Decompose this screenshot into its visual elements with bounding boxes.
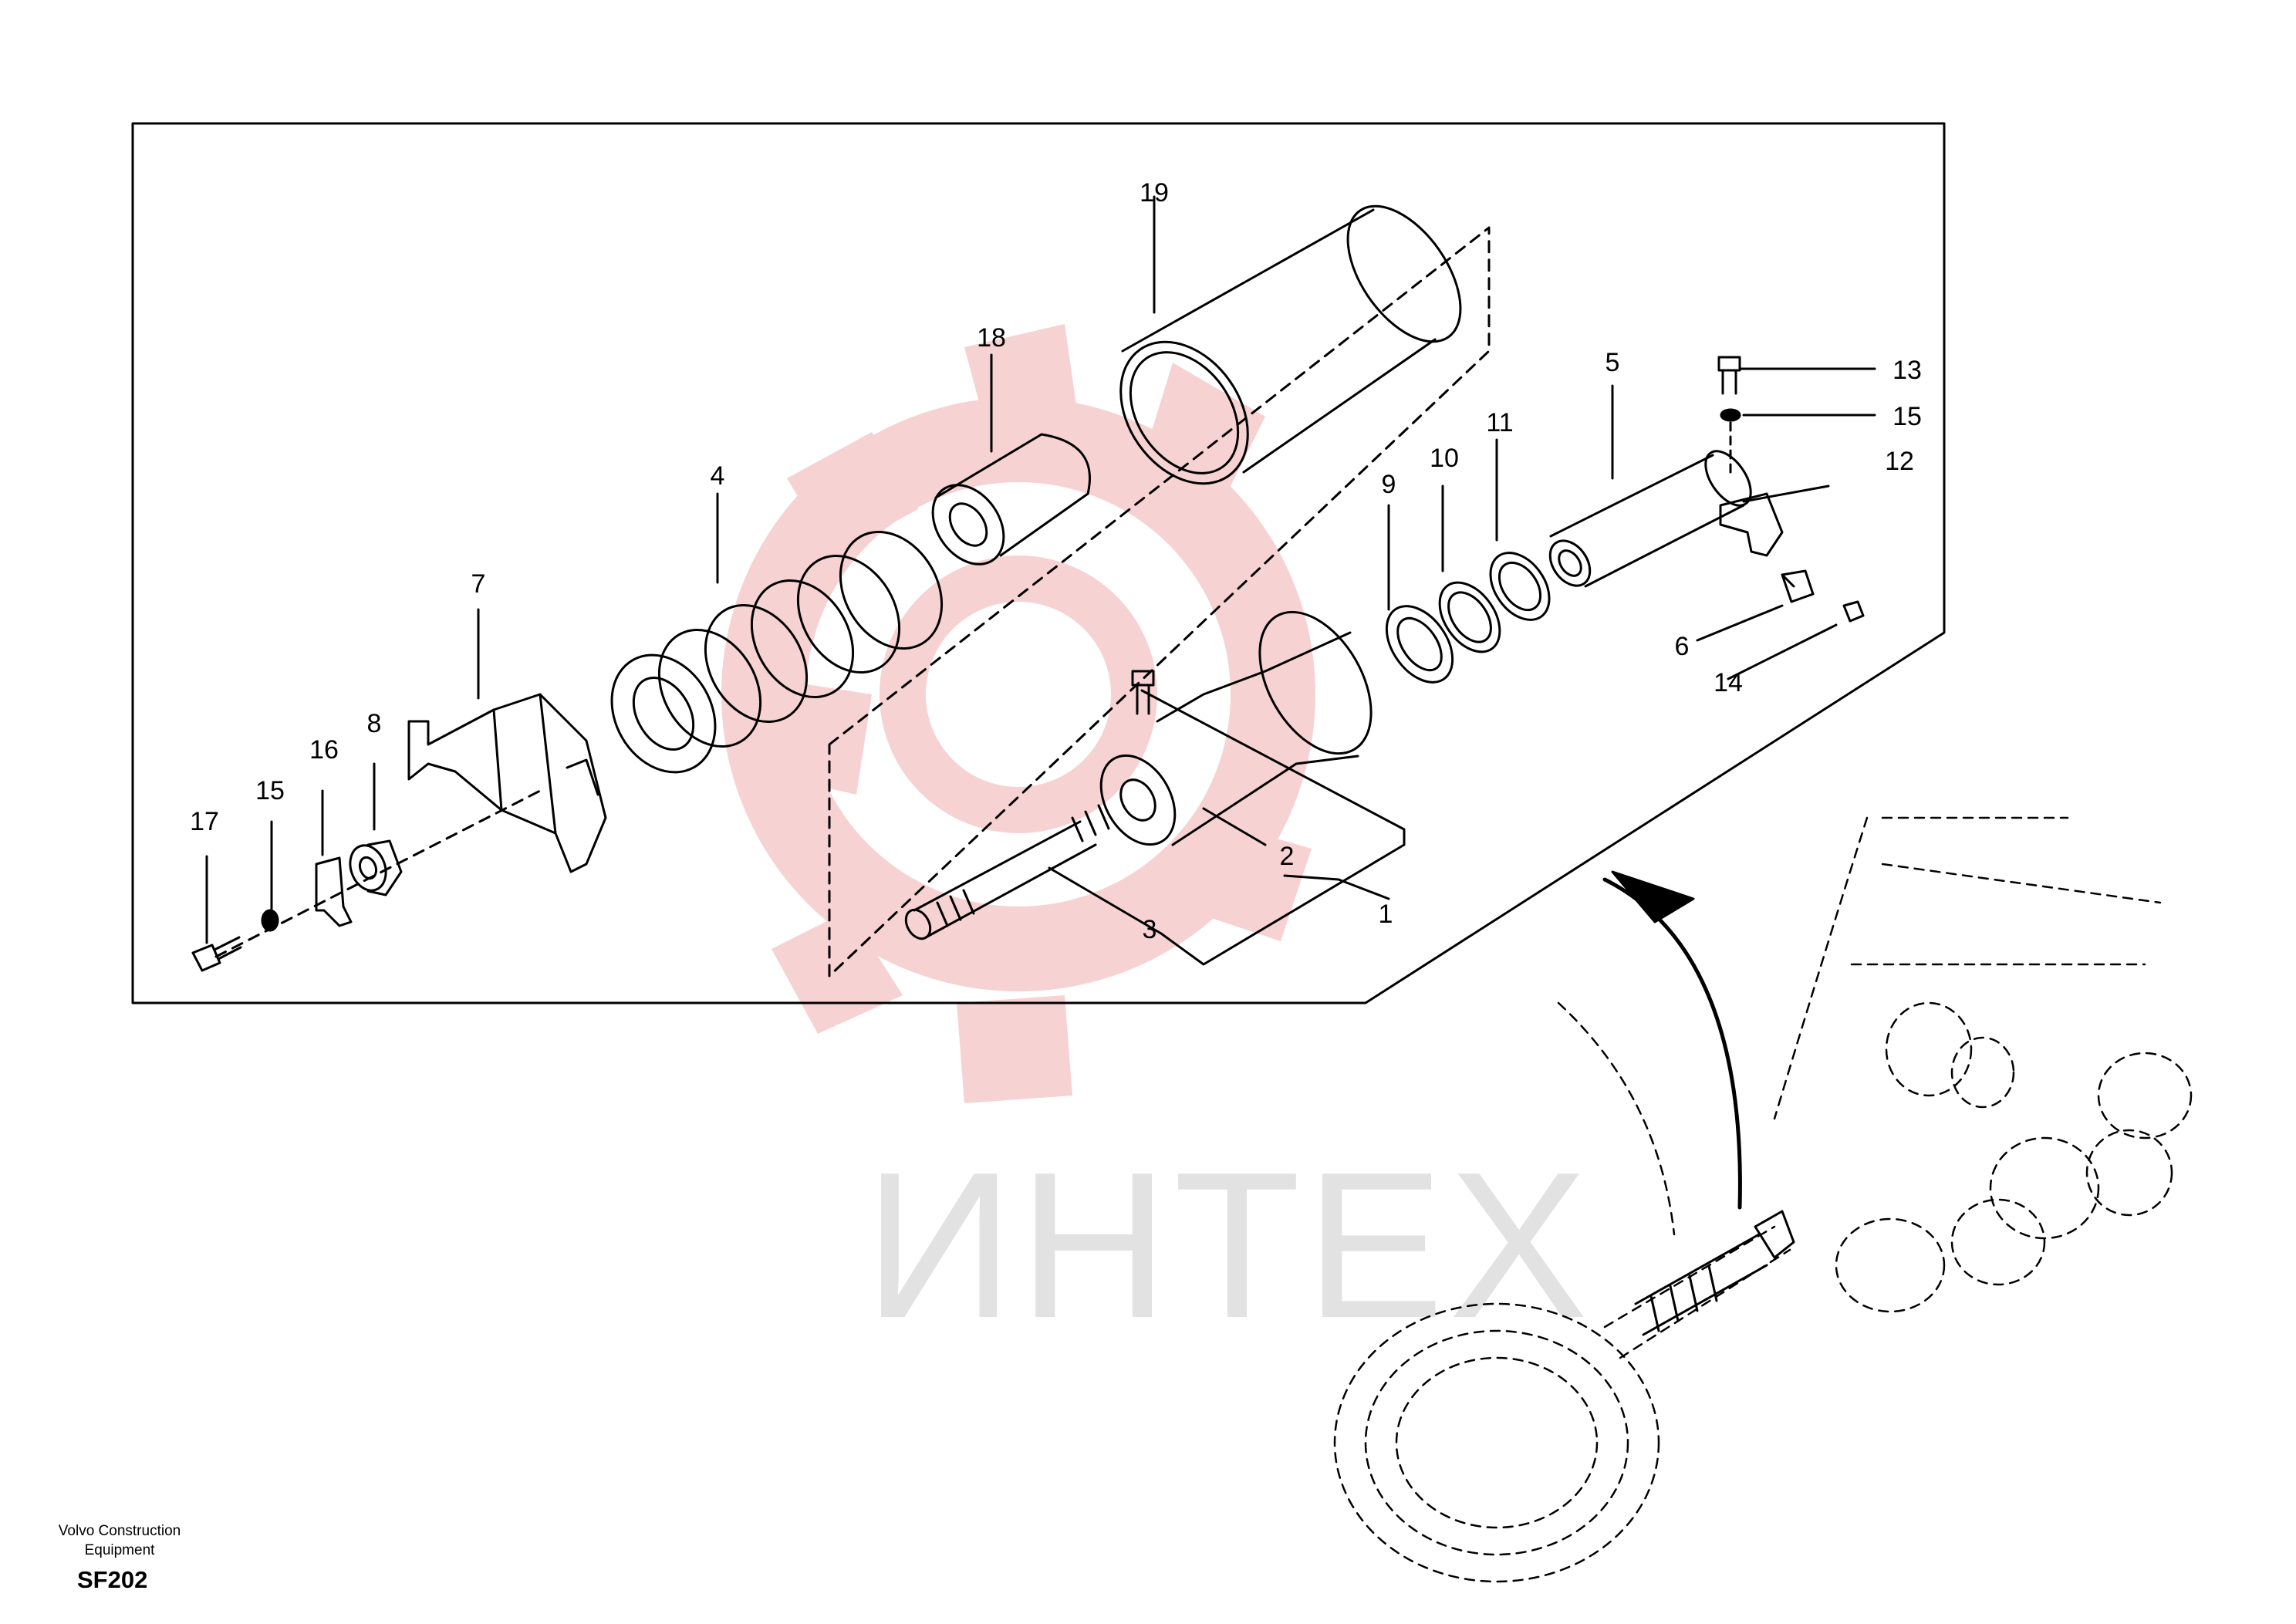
part-13-bolt [1717, 356, 1741, 395]
part-2-housing [1099, 610, 1373, 846]
callout-15-left: 15 [255, 776, 285, 805]
part-11-ring [1489, 552, 1551, 621]
part-6-fitting [1781, 569, 1815, 603]
part-14-cap [1842, 600, 1865, 623]
callout-6: 6 [1674, 632, 1690, 661]
callout-19: 19 [1140, 178, 1169, 208]
callout-2: 2 [1279, 842, 1295, 871]
company-name: Volvo Construction Equipment [42, 1521, 197, 1560]
callout-13: 13 [1893, 356, 1922, 385]
leader-lines [205, 195, 1876, 966]
part-3-rod [904, 804, 1110, 940]
left-axis [214, 789, 542, 958]
callout-14: 14 [1714, 668, 1743, 697]
callout-17: 17 [190, 807, 219, 836]
inner-group-outline [828, 226, 1491, 977]
part-15-washer [261, 909, 279, 932]
part-19-tube [1119, 204, 1462, 485]
callout-11: 11 [1486, 408, 1514, 437]
part-15-washer-right [1720, 408, 1741, 422]
undercarriage-context [1333, 816, 2193, 1583]
callout-12: 12 [1885, 447, 1914, 476]
curved-arrow [1602, 877, 1742, 1210]
callout-5: 5 [1605, 348, 1620, 377]
callout-15-right: 15 [1893, 402, 1922, 431]
part-1-bolt [1131, 670, 1155, 715]
company-line-1: Volvo Construction [58, 1523, 181, 1539]
part-5-cylinder [1548, 450, 1752, 588]
callout-10: 10 [1430, 444, 1459, 473]
company-line-2: Equipment [84, 1542, 155, 1558]
callout-3: 3 [1142, 915, 1157, 944]
callout-9: 9 [1381, 470, 1396, 499]
part-9-ring [1385, 605, 1454, 684]
part-16-plate [315, 856, 353, 927]
callout-18: 18 [977, 323, 1006, 353]
callout-16: 16 [309, 735, 339, 765]
part-18-tube [931, 433, 1091, 566]
curved-arrow-head-icon [1611, 870, 1695, 923]
part-17-bolt [191, 936, 242, 972]
part-7-bracket [407, 693, 607, 873]
diagram-frame [131, 122, 1946, 1004]
part-10-ring [1438, 581, 1501, 653]
context-spring [1634, 1210, 1795, 1336]
diagram-code: SF202 [77, 1566, 148, 1593]
callout-8: 8 [366, 709, 382, 738]
part-12-bracket [1719, 492, 1784, 557]
part-4-spring [610, 531, 944, 774]
callout-7: 7 [471, 569, 486, 599]
callout-1: 1 [1378, 900, 1393, 929]
callout-4: 4 [710, 461, 725, 491]
